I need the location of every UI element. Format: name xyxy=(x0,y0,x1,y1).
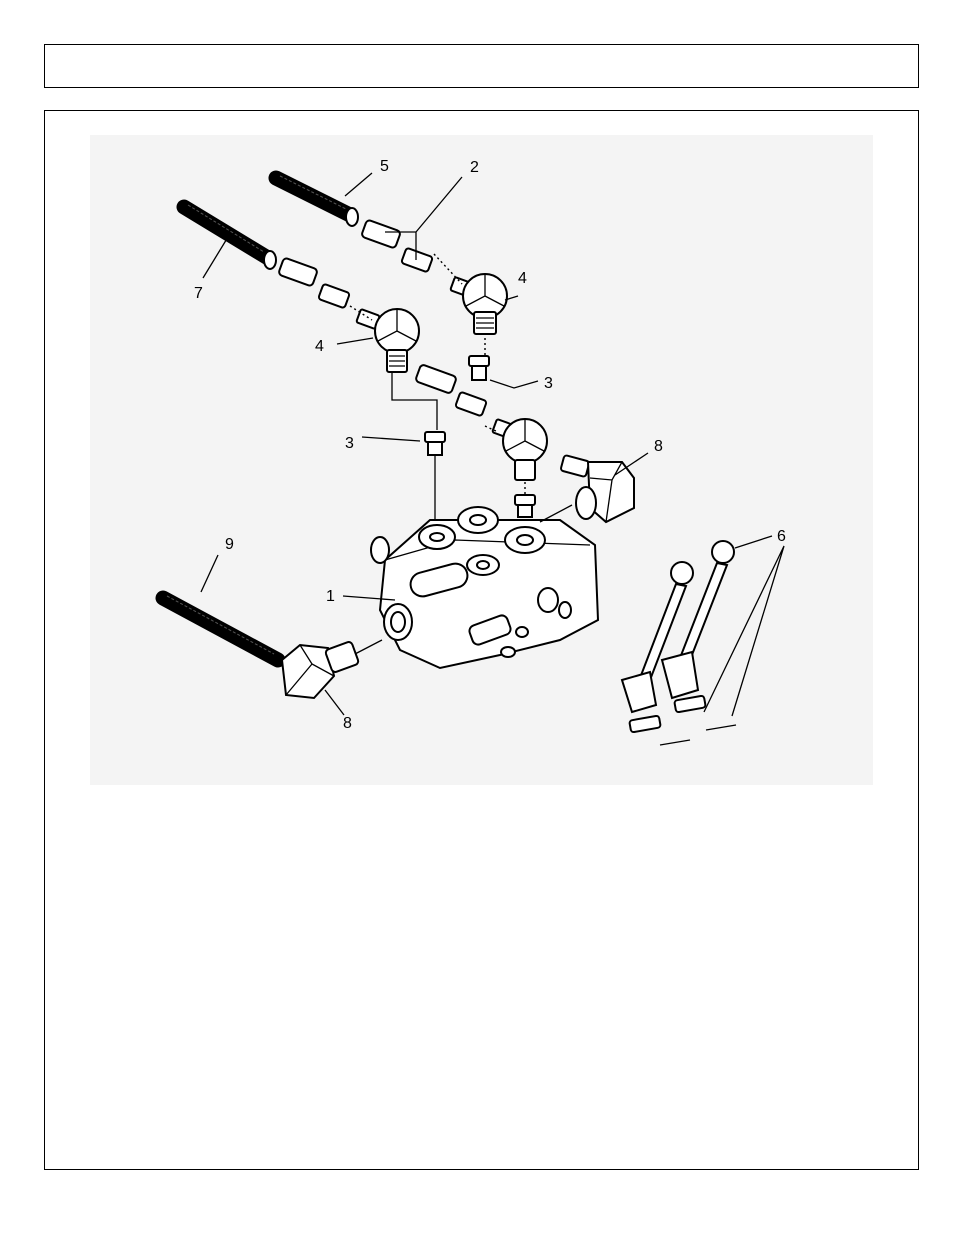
elbow-8-right xyxy=(560,455,634,522)
elbow-8-left xyxy=(282,641,359,698)
callout-4-upper: 4 xyxy=(518,270,527,287)
callout-3-left: 3 xyxy=(345,435,354,452)
callout-8-left: 8 xyxy=(343,715,352,732)
hose-7 xyxy=(184,205,276,269)
callout-3-right: 3 xyxy=(544,375,553,392)
callout-8-right: 8 xyxy=(654,438,663,455)
fitting-2-lower xyxy=(278,257,350,308)
fitting-2-upper xyxy=(361,219,433,272)
elbow-4-left xyxy=(356,309,419,372)
callout-7: 7 xyxy=(194,285,203,302)
callout-6: 6 xyxy=(777,528,786,545)
control-handles-6 xyxy=(622,541,736,745)
hose-9 xyxy=(163,596,278,660)
hose-5 xyxy=(276,176,358,226)
adapter-3-right xyxy=(469,356,489,380)
callout-9: 9 xyxy=(225,536,234,553)
adapter-lower xyxy=(515,495,535,517)
elbow-4-upper xyxy=(450,274,507,334)
callout-2: 2 xyxy=(470,159,479,176)
elbow-4-lower xyxy=(492,419,547,480)
callout-1: 1 xyxy=(326,588,335,605)
adapter-3-left xyxy=(425,432,445,455)
callout-4-left: 4 xyxy=(315,338,324,355)
valve-body-1 xyxy=(371,507,598,668)
callout-5: 5 xyxy=(380,158,389,175)
